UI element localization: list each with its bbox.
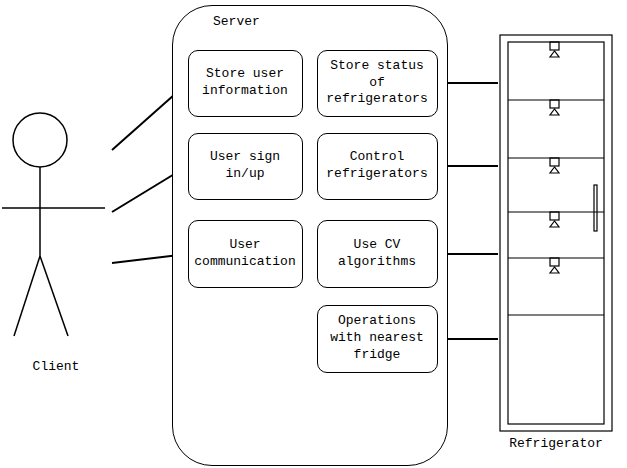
camera-lens [550, 51, 559, 57]
figure-label: Client [33, 359, 80, 380]
box-label: Operations with nearest fridge [324, 313, 431, 364]
fridge-shelf [508, 314, 604, 315]
box-label: User sign in/up [195, 149, 296, 183]
figure-limb [40, 256, 68, 336]
box-label: Store user information [195, 66, 296, 100]
figure-limb [39, 167, 41, 256]
fridge-handle [594, 185, 597, 231]
box-label: User communication [194, 237, 295, 271]
camera-lens [550, 109, 559, 115]
figure-limb [2, 207, 105, 209]
fridge-drawing [498, 33, 614, 457]
process-box: Control refrigerators [317, 133, 438, 200]
camera-lens [550, 167, 559, 173]
actor-figure: Client [0, 108, 112, 380]
stick-figure [0, 108, 112, 380]
process-box: User communication [188, 220, 303, 288]
container-title: Server [213, 14, 260, 31]
camera-symbol [550, 42, 559, 50]
camera-symbol [550, 258, 559, 266]
camera-symbol [550, 212, 559, 220]
fridge-inner [508, 42, 604, 424]
process-box: Operations with nearest fridge [317, 305, 438, 373]
camera-lens [550, 267, 559, 273]
process-box: Use CV algorithms [317, 220, 438, 288]
figure-limb [14, 256, 40, 336]
camera-lens [550, 221, 559, 227]
figure-head [13, 113, 67, 167]
server-container: ServerStore user information Store status… [172, 5, 448, 466]
camera-symbol [550, 100, 559, 108]
process-box: Store user information [188, 50, 303, 117]
box-label: Store status of refrigerators [324, 58, 431, 109]
box-label: Control refrigerators [324, 149, 431, 183]
process-box: Store status of refrigerators [317, 50, 438, 117]
camera-symbol [550, 158, 559, 166]
fridge-body [500, 35, 612, 431]
refrigerator-figure: Refrigerator [498, 33, 614, 457]
process-box: User sign in/up [188, 133, 303, 200]
figure-label: Refrigerator [509, 436, 603, 457]
box-label: Use CV algorithms [324, 237, 431, 271]
